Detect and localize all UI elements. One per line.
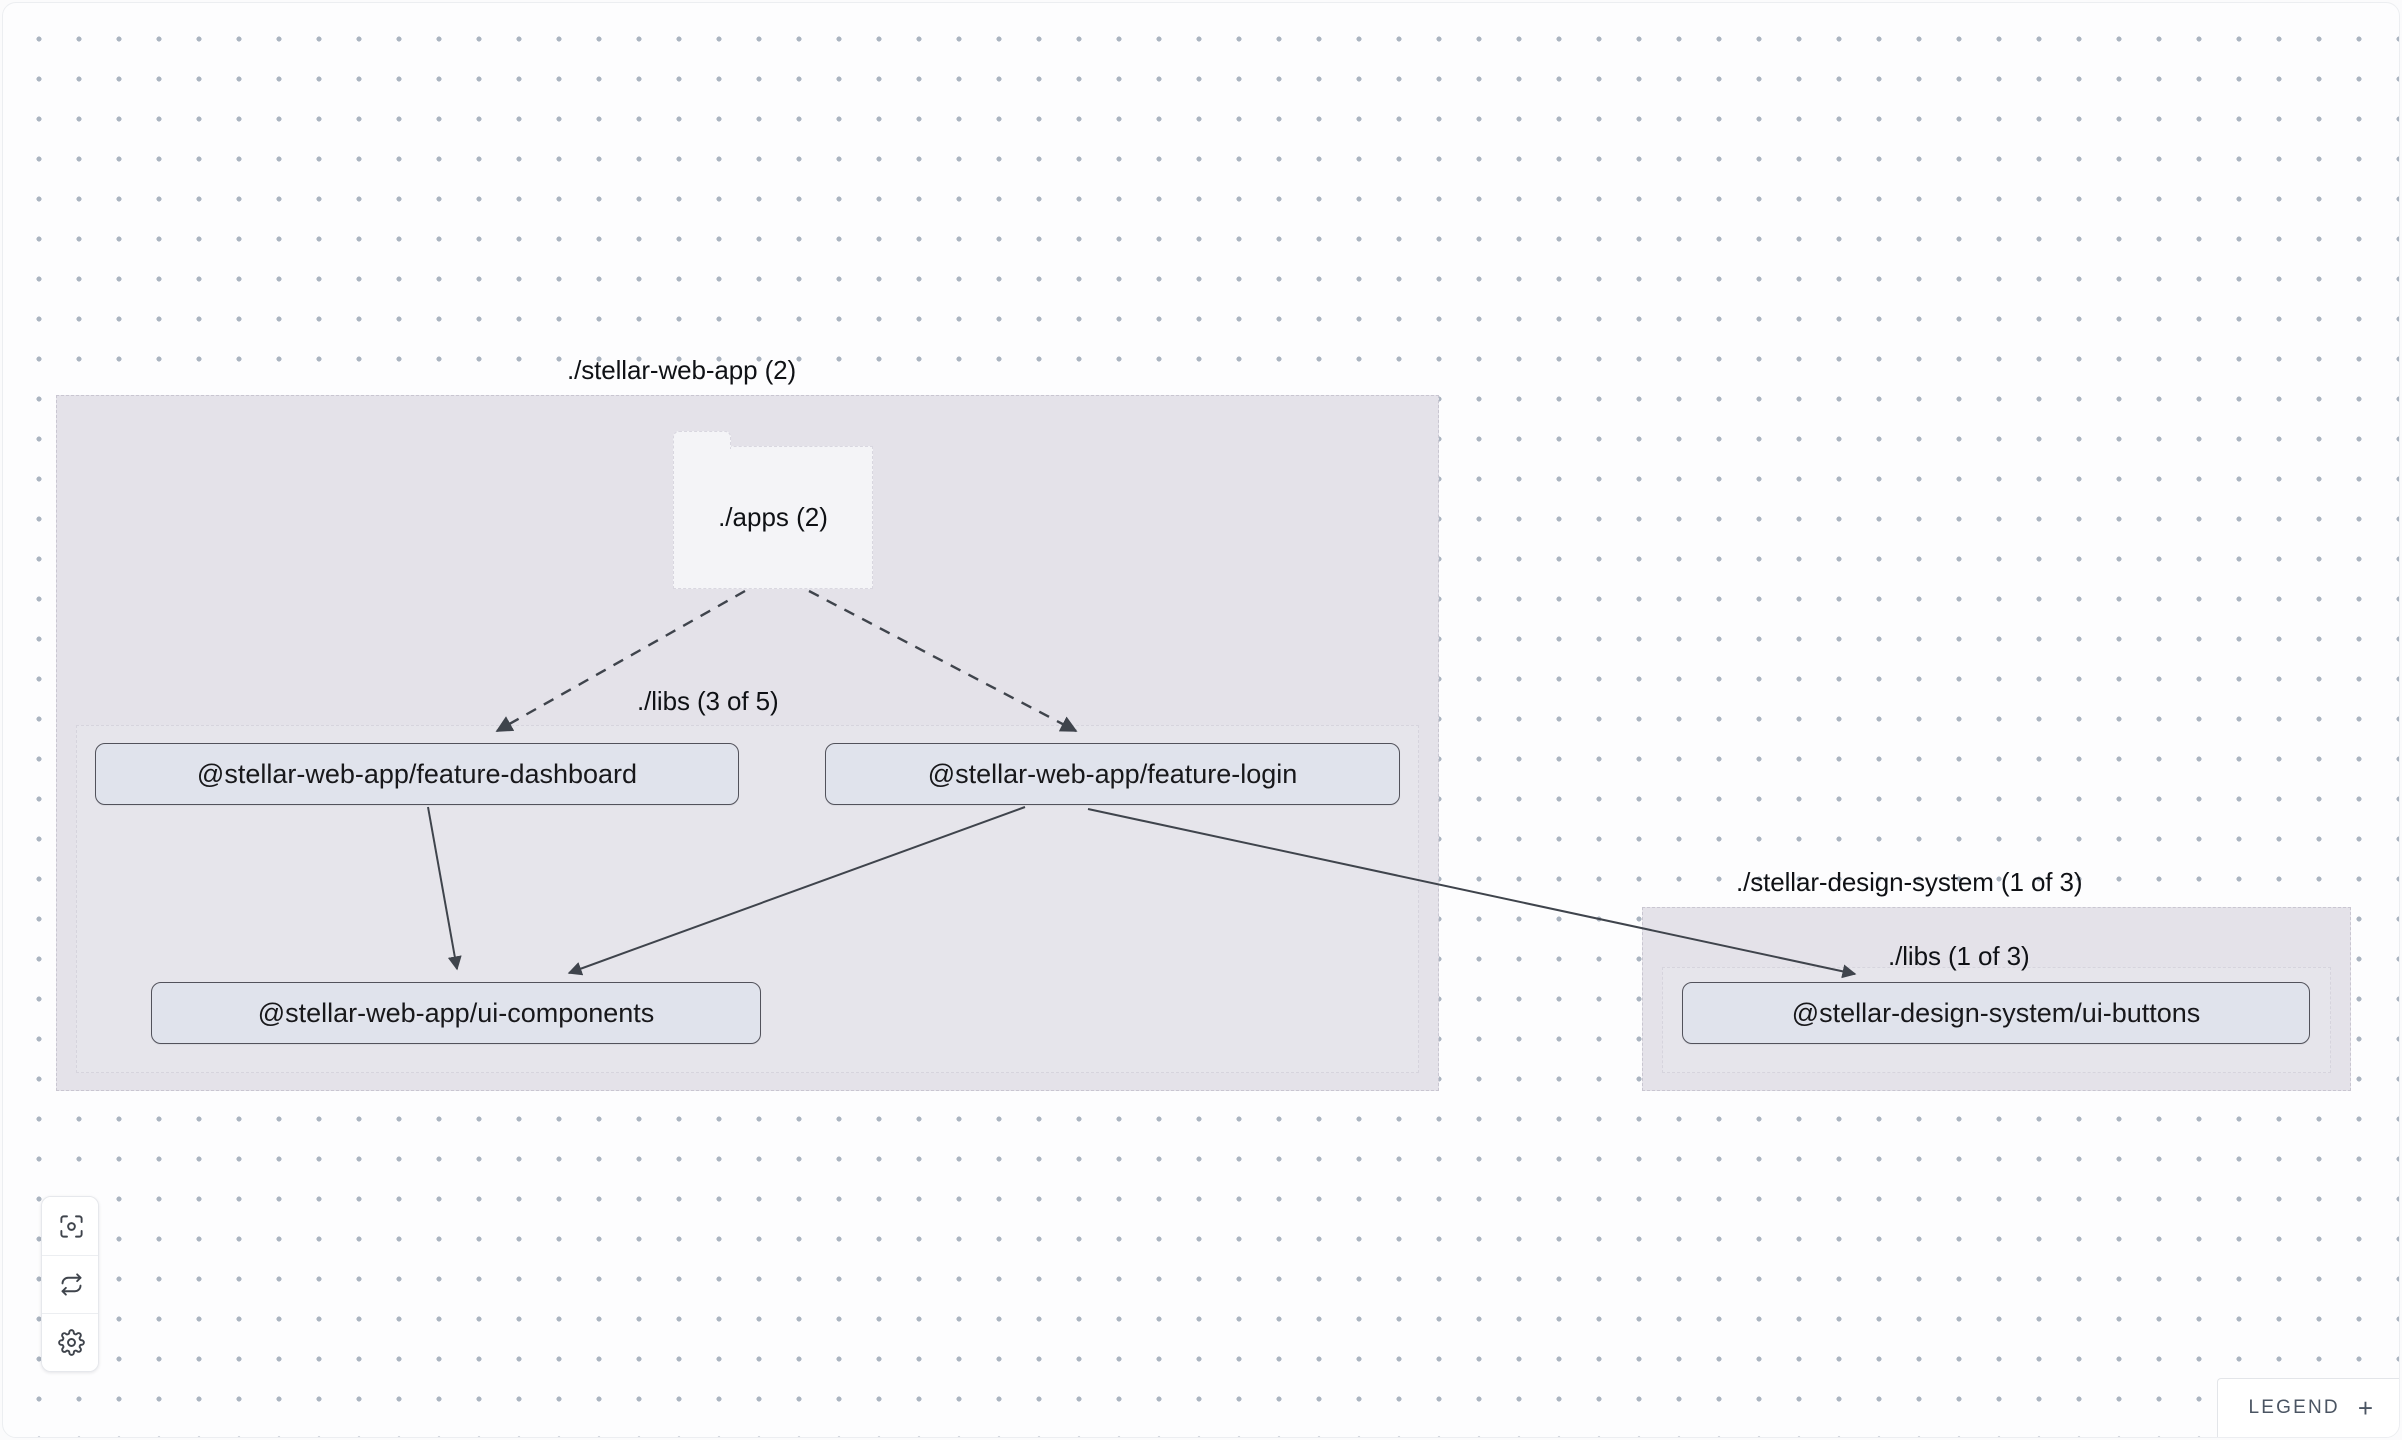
folder-node-apps-label: ./apps (2) — [718, 502, 828, 532]
project-node-feature-dashboard-label: @stellar-web-app/feature-dashboard — [196, 758, 638, 789]
canvas-toolbar — [41, 1196, 99, 1372]
group-label-stellar-web-app-libs: ./libs (3 of 5) — [637, 686, 779, 716]
project-node-ui-buttons[interactable]: @stellar-design-system/ui-buttons — [1682, 982, 2310, 1044]
project-node-feature-login[interactable]: @stellar-web-app/feature-login — [825, 743, 1400, 805]
project-node-ui-components-label: @stellar-web-app/ui-components — [257, 997, 655, 1028]
legend-label: LEGEND — [2248, 1397, 2340, 1418]
settings-button[interactable] — [42, 1313, 98, 1371]
folder-node-apps[interactable]: ./apps (2) — [673, 431, 873, 589]
focus-target-icon — [58, 1213, 85, 1240]
group-label-stellar-design-system: ./stellar-design-system (1 of 3) — [1736, 867, 2083, 897]
folder-tab-shape — [673, 431, 731, 449]
project-node-ui-components[interactable]: @stellar-web-app/ui-components — [151, 982, 761, 1044]
legend-toggle[interactable]: LEGEND + — [2217, 1378, 2399, 1437]
gear-icon — [57, 1329, 85, 1356]
refresh-cycle-button[interactable] — [42, 1255, 98, 1313]
project-node-ui-buttons-label: @stellar-design-system/ui-buttons — [1791, 997, 2201, 1028]
project-node-feature-login-label: @stellar-web-app/feature-login — [927, 758, 1298, 789]
project-node-feature-dashboard[interactable]: @stellar-web-app/feature-dashboard — [95, 743, 739, 805]
focus-target-button[interactable] — [42, 1197, 98, 1255]
refresh-cycle-icon — [58, 1271, 85, 1298]
group-label-stellar-web-app: ./stellar-web-app (2) — [567, 355, 797, 385]
plus-icon: + — [2357, 1393, 2373, 1423]
group-label-stellar-design-system-libs: ./libs (1 of 3) — [1888, 941, 2030, 971]
